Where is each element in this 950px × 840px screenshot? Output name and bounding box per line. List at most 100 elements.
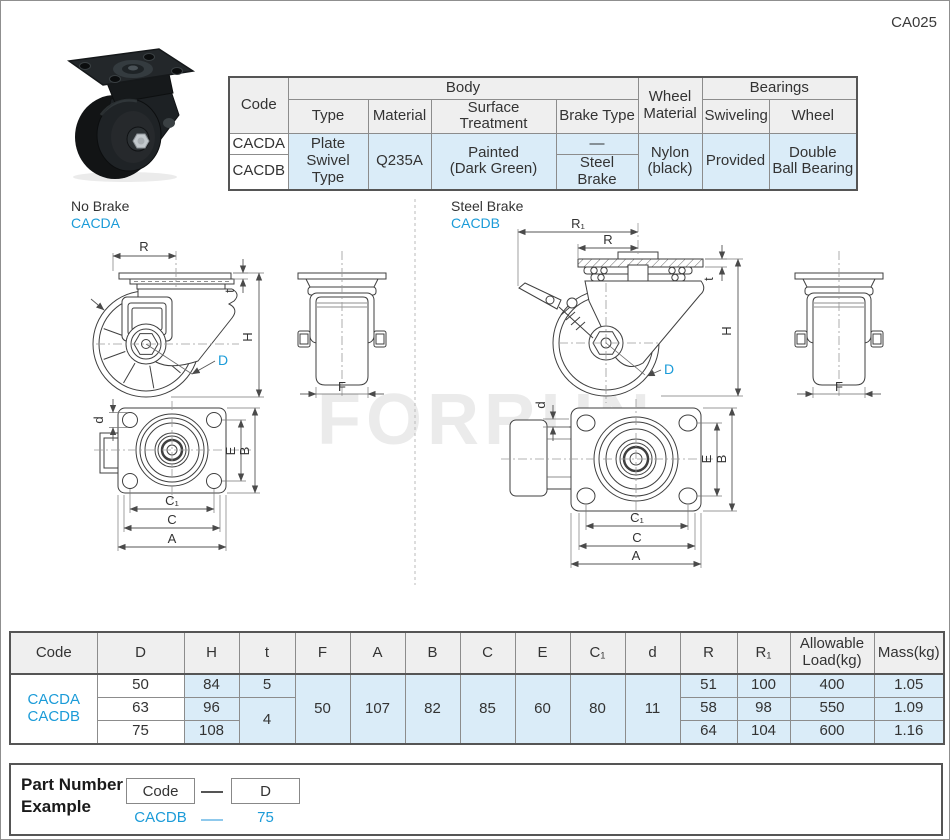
dim-label-H: H bbox=[240, 332, 255, 341]
dim-H-63: 96 bbox=[183, 696, 240, 721]
dim-header-A: A bbox=[349, 631, 406, 675]
dim-row-50: CACDA CACDB 50 84 5 50 107 82 85 60 80 1… bbox=[9, 673, 945, 745]
dim-header-load: Allowable Load(kg) bbox=[789, 631, 875, 675]
dim-t-63-75: 4 bbox=[238, 696, 296, 745]
spec-header-wheel-material: Wheel Material bbox=[637, 76, 703, 135]
right-side-view: R₁ R t H D bbox=[517, 216, 743, 403]
dim-R1-63: 98 bbox=[736, 696, 791, 721]
dim-label-C-right: C bbox=[632, 530, 641, 545]
dim-D-63[interactable]: 63 bbox=[96, 696, 185, 721]
spec-header-code: Code bbox=[228, 76, 289, 135]
spec-material: Q235A bbox=[367, 133, 432, 191]
left-front-view bbox=[297, 250, 387, 400]
dim-C1: 80 bbox=[569, 673, 626, 745]
spec-header-surface: Surface Treatment bbox=[430, 98, 557, 135]
part-number-d-box: D bbox=[231, 778, 300, 804]
left-front-dims: F bbox=[300, 379, 384, 398]
dim-code-cell[interactable]: CACDA CACDB bbox=[9, 673, 98, 745]
dim-label-C1-right: C₁ bbox=[630, 510, 644, 525]
spec-code-cacda[interactable]: CACDA bbox=[228, 133, 289, 156]
dim-D-75[interactable]: 75 bbox=[96, 719, 185, 745]
dim-label-C1: C₁ bbox=[165, 493, 179, 508]
dim-load-75: 600 bbox=[789, 719, 875, 745]
part-number-code-box: Code bbox=[126, 778, 195, 804]
dim-label-A: A bbox=[168, 531, 177, 546]
dimension-table: Code D H t F A B C E C₁ d R R₁ Allowable… bbox=[9, 631, 945, 745]
spec-header-type: Type bbox=[287, 98, 369, 135]
dim-R-63: 58 bbox=[679, 696, 738, 721]
dim-header-E: E bbox=[514, 631, 571, 675]
dim-label-H-right: H bbox=[719, 326, 734, 335]
dim-header-C1: C₁ bbox=[569, 631, 626, 675]
dim-label-t: t bbox=[222, 289, 237, 293]
dim-header-C: C bbox=[459, 631, 516, 675]
dim-label-R-right: R bbox=[603, 232, 612, 247]
dim-B: 82 bbox=[404, 673, 461, 745]
dim-label-d-right: d bbox=[533, 401, 548, 408]
dim-label-R1: R₁ bbox=[571, 216, 585, 231]
product-photo bbox=[67, 48, 196, 182]
dim-label-D-right: D bbox=[664, 361, 674, 377]
dim-header-mass: Mass(kg) bbox=[873, 631, 945, 675]
part-number-example-value[interactable]: 75 bbox=[257, 809, 274, 826]
spec-wheel-material: Nylon (black) bbox=[637, 133, 703, 191]
dim-t-50: 5 bbox=[238, 673, 296, 698]
dim-header-code: Code bbox=[9, 631, 98, 675]
dim-R1-75: 104 bbox=[736, 719, 791, 745]
spec-header-wheel: Wheel bbox=[768, 98, 858, 135]
spec-brake-none: — bbox=[555, 133, 639, 156]
left-drawing-code[interactable]: CACDA bbox=[71, 215, 121, 231]
spec-header-bearings: Bearings bbox=[701, 76, 858, 100]
dim-C: 85 bbox=[459, 673, 516, 745]
part-number-example-dash bbox=[201, 819, 223, 821]
part-number-title: Part Number Example bbox=[21, 775, 124, 817]
dim-label-d: d bbox=[91, 416, 106, 423]
dim-label-E: E bbox=[223, 446, 238, 455]
dim-label-t-right: t bbox=[701, 277, 716, 281]
dim-d: 11 bbox=[624, 673, 681, 745]
dim-header-F: F bbox=[294, 631, 351, 675]
spec-code-cacdb[interactable]: CACDB bbox=[228, 154, 289, 191]
part-number-example: Part Number Example Code D CACDB 75 bbox=[9, 763, 943, 836]
spec-surface: Painted (Dark Green) bbox=[430, 133, 557, 191]
dim-E: 60 bbox=[514, 673, 571, 745]
page-code: CA025 bbox=[891, 14, 937, 31]
right-front-dims: F bbox=[797, 379, 881, 398]
right-plan-view: d E B C₁ C A bbox=[501, 399, 737, 568]
right-drawing-label: Steel Brake bbox=[451, 198, 524, 214]
dim-R1-50: 100 bbox=[736, 673, 791, 698]
spec-wheel-bearing: Double Ball Bearing bbox=[768, 133, 858, 191]
dim-load-63: 550 bbox=[789, 696, 875, 721]
part-number-dash bbox=[201, 791, 223, 793]
dim-mass-50: 1.05 bbox=[873, 673, 945, 698]
spec-header-body: Body bbox=[287, 76, 639, 100]
dim-label-E-right: E bbox=[699, 454, 714, 463]
dim-label-A-right: A bbox=[632, 548, 641, 563]
spec-table: Code Body Wheel Material Bearings Type M… bbox=[228, 76, 859, 191]
part-number-example-code[interactable]: CACDB bbox=[134, 809, 187, 826]
dim-row-63: 63 96 4 58 98 550 1.09 bbox=[10, 696, 945, 745]
dim-label-R: R bbox=[139, 239, 148, 254]
dim-R-50: 51 bbox=[679, 673, 738, 698]
spec-header-material: Material bbox=[367, 98, 432, 135]
spec-header-swiveling: Swiveling bbox=[701, 98, 770, 135]
spec-header-brake: Brake Type bbox=[555, 98, 639, 135]
dim-header-H: H bbox=[183, 631, 240, 675]
dim-D-50[interactable]: 50 bbox=[96, 673, 185, 698]
dim-row-75: 75 108 64 104 600 1.16 bbox=[10, 719, 945, 745]
dim-load-50: 400 bbox=[789, 673, 875, 698]
dim-A: 107 bbox=[349, 673, 406, 745]
right-drawing-code[interactable]: CACDB bbox=[451, 215, 501, 231]
dim-header-R1: R₁ bbox=[736, 631, 791, 675]
dim-F: 50 bbox=[294, 673, 351, 745]
dim-mass-63: 1.09 bbox=[873, 696, 945, 721]
dim-header-D: D bbox=[96, 631, 185, 675]
dim-header-R: R bbox=[679, 631, 738, 675]
left-plan-view: d E B C₁ C A bbox=[91, 399, 260, 551]
dim-label-F: F bbox=[338, 379, 346, 394]
spec-type: Plate Swivel Type bbox=[287, 133, 369, 191]
left-drawing-label: No Brake bbox=[71, 198, 130, 214]
dim-header-d: d bbox=[624, 631, 681, 675]
dim-label-C: C bbox=[167, 512, 176, 527]
technical-drawings: FORRUN bbox=[90, 199, 884, 585]
